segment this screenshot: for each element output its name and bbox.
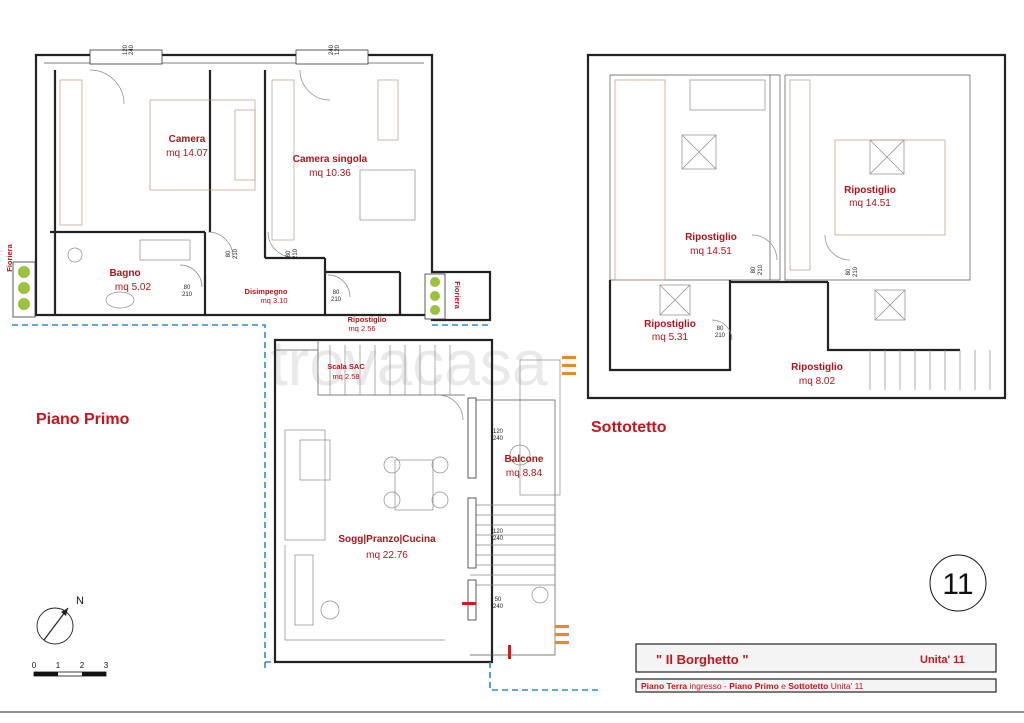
watermark-text: trovacasa xyxy=(270,327,548,399)
room-area-rip-d: mq 8.02 xyxy=(799,376,836,387)
label-fioriera-right: Fioriera xyxy=(453,281,462,309)
room-area-camera-singola: mq 10.36 xyxy=(309,168,351,179)
room-name-rip-d: Ripostiglio xyxy=(791,362,843,373)
room-area-rip-b: mq 14.51 xyxy=(849,198,891,209)
scale-tick-0: 0 xyxy=(32,661,37,670)
svg-text:240: 240 xyxy=(129,44,135,55)
room-name-disimpegno: Disimpegno xyxy=(245,287,288,296)
svg-text:80: 80 xyxy=(184,285,191,291)
room-name-scala: Scala SAC xyxy=(327,362,365,371)
svg-text:120: 120 xyxy=(335,44,341,55)
room-area-rip-c: mq 5.31 xyxy=(652,332,689,343)
room-name-camera-singola: Camera singola xyxy=(293,154,368,165)
scale-bar: 0 1 2 3 xyxy=(32,661,109,677)
svg-text:120: 120 xyxy=(493,429,504,435)
svg-text:240: 240 xyxy=(493,604,504,610)
svg-text:210: 210 xyxy=(182,292,193,298)
svg-text:240: 240 xyxy=(493,536,504,542)
section-label-sottotetto: Sottotetto xyxy=(591,419,667,436)
room-area-balcone: mq 8.84 xyxy=(506,468,543,479)
room-name-rip-b: Ripostiglio xyxy=(844,185,896,196)
title-block: " Il Borghetto " Unita' 11 Piano Terra i… xyxy=(635,643,997,693)
svg-text:240: 240 xyxy=(493,436,504,442)
room-name-ripostiglio-pp: Ripostiglio xyxy=(348,315,387,324)
svg-text:210: 210 xyxy=(233,248,239,259)
project-title: " Il Borghetto " xyxy=(656,652,749,667)
svg-text:120: 120 xyxy=(123,44,129,55)
room-area-disimpegno: mq 3.10 xyxy=(260,296,287,305)
svg-text:210: 210 xyxy=(715,333,726,339)
svg-text:80: 80 xyxy=(846,268,852,275)
svg-text:50: 50 xyxy=(495,597,502,603)
svg-text:N: N xyxy=(76,595,84,607)
svg-text:210: 210 xyxy=(853,266,859,277)
scale-tick-2: 2 xyxy=(80,661,85,670)
unit-number: 11 xyxy=(942,568,973,601)
label-fioriera-left: Fioriera xyxy=(5,243,14,271)
svg-text:240: 240 xyxy=(329,44,335,55)
north-arrow-icon: N xyxy=(36,595,84,645)
unit-number-circle xyxy=(929,554,987,612)
room-area-bagno: mq 5.02 xyxy=(115,282,152,293)
subtitle-line: Piano Terra ingresso - Piano Primo e Sot… xyxy=(641,681,864,691)
section-label-piano-primo: Piano Primo xyxy=(36,411,130,428)
room-area-camera: mq 14.07 xyxy=(166,148,208,159)
svg-text:80: 80 xyxy=(751,266,757,273)
scale-tick-3: 3 xyxy=(104,661,109,670)
svg-text:80: 80 xyxy=(333,290,340,296)
svg-text:80: 80 xyxy=(286,250,292,257)
room-name-rip-a: Ripostiglio xyxy=(685,232,737,243)
svg-text:210: 210 xyxy=(293,248,299,259)
room-name-rip-c: Ripostiglio xyxy=(644,319,696,330)
first-floor-plan xyxy=(12,49,600,691)
svg-text:120: 120 xyxy=(493,529,504,535)
attic-plan xyxy=(586,53,1007,400)
room-name-balcone: Balcone xyxy=(505,454,544,465)
svg-text:80: 80 xyxy=(226,250,232,257)
room-area-ripostiglio-pp: mq 2.56 xyxy=(348,324,375,333)
room-area-soggiorno: mq 22.76 xyxy=(366,550,408,561)
room-name-bagno: Bagno xyxy=(109,268,140,279)
svg-text:210: 210 xyxy=(758,264,764,275)
room-area-scala: mq 2.58 xyxy=(332,372,359,381)
room-name-camera: Camera xyxy=(169,134,206,145)
svg-text:80: 80 xyxy=(717,326,724,332)
unit-title: Unita' 11 xyxy=(920,654,965,666)
scale-tick-1: 1 xyxy=(56,661,61,670)
room-area-rip-a: mq 14.51 xyxy=(690,246,732,257)
room-name-soggiorno: Sogg|Pranzo|Cucina xyxy=(338,534,436,545)
dimension-labels: 120 240 240 120 80 210 80 210 80 210 80 … xyxy=(123,44,859,610)
svg-text:210: 210 xyxy=(331,297,342,303)
